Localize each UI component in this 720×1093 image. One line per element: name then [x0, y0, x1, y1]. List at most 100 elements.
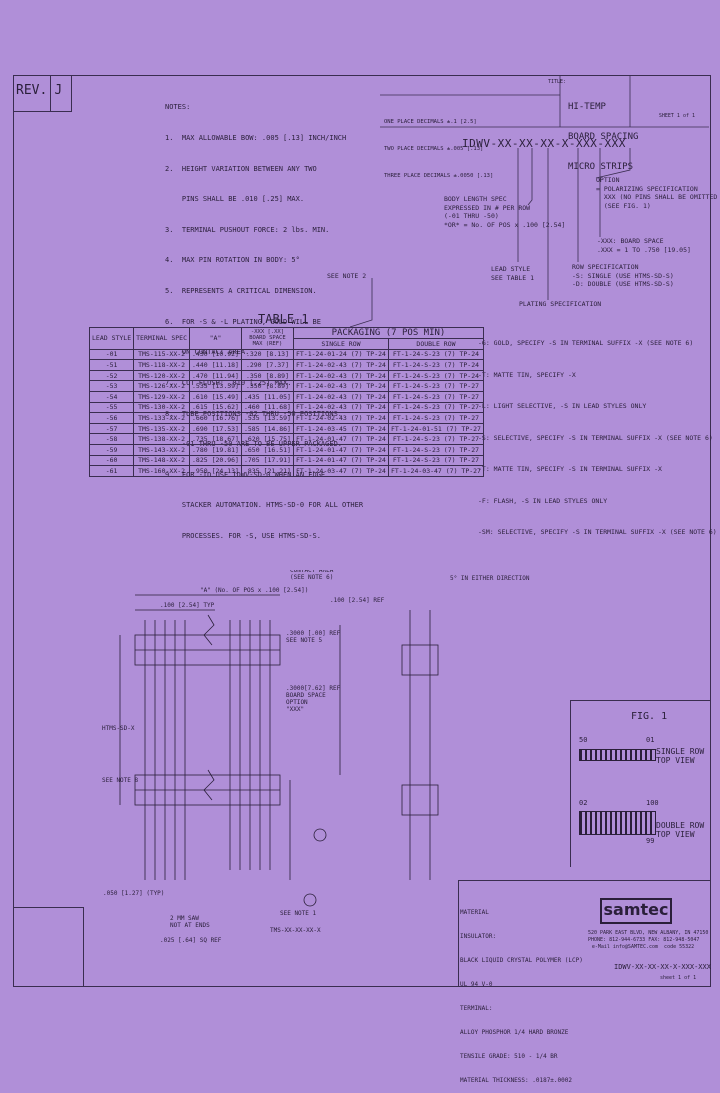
table-cell: .460 [11.68]	[240, 401, 294, 414]
table-cell: .690 [17.53]	[189, 422, 242, 435]
table-cell: .430 [10.92]	[189, 348, 242, 361]
table-cell: TMS-115-XX-2	[133, 348, 191, 361]
tolerance-line: TWO PLACE DECIMALS ±.005 [.13]	[384, 146, 484, 152]
table-cell: .825 [20.96]	[189, 454, 242, 467]
table-cell: TMS-143-XX-2	[133, 443, 191, 456]
material-line: MATERIAL THICKNESS: .0187±.0002	[460, 1077, 572, 1084]
table-cell: -60	[88, 454, 135, 467]
material-line: INSULATOR:	[460, 933, 497, 940]
drawing-number: IDWV-XX-XX-XX-X-XXX-XXX	[614, 963, 711, 971]
proprietary-box	[13, 907, 84, 986]
fig-num-50: 50	[579, 736, 588, 744]
leader-lines	[349, 75, 709, 328]
table-cell: FT-1-24-S-23 (7) TP-27	[387, 454, 484, 467]
table-cell: FT-1-24-03-47 (7) TP-24	[292, 465, 389, 477]
table-cell: .535 [13.59]	[189, 380, 242, 392]
tolerance-block: ONE PLACE DECIMALS ±.1 [2.5] TWO PLACE D…	[384, 100, 493, 190]
table-cell: -51	[88, 359, 135, 371]
title-line: MICRO STRIPS	[568, 162, 634, 172]
company-address: 520 PARK EAST BLVD, NEW ALBANY, IN 47150…	[588, 930, 709, 950]
col-single-row: SINGLE ROW	[292, 338, 389, 350]
board-space-callout: -XXX: BOARD SPACE .XXX = 1 TO .750 [19.0…	[597, 237, 691, 254]
note-line: 2. HEIGHT VARIATION BETWEEN ANY TWO	[165, 164, 317, 173]
note-line: 3. TERMINAL PUSHOUT FORCE: 2 lbs. MIN.	[165, 225, 330, 234]
table-cell: .320 [8.13]	[240, 348, 294, 361]
note-line: PROCESSES. FOR -S, USE HTMS-SD-S.	[165, 531, 321, 540]
table-cell: FT-1-24-S-23 (7) TP-24	[387, 359, 484, 371]
table-cell: -58	[88, 433, 135, 445]
dim-k: SEE NOTE 1	[280, 910, 317, 917]
table-cell: .615 [15.62]	[189, 401, 242, 414]
table-cell: -53	[88, 380, 135, 392]
plating-line: -F: FLASH, -S IN LEAD STYLES ONLY	[478, 496, 608, 505]
plating-callout: PLATING SPECIFICATION	[519, 300, 602, 308]
table-cell: FT-1-24-02-43 (7) TP-24	[292, 380, 389, 392]
dim-f: .100 [2.54] REF	[330, 597, 385, 604]
material-line: BLACK LIQUID CRYSTAL POLYMER (LCP)	[460, 957, 583, 964]
table-cell: TMS-126-XX-2	[133, 380, 191, 392]
table-cell: .435 [11.05]	[240, 390, 294, 403]
col-terminal-spec: TERMINAL SPEC	[133, 327, 191, 350]
table-cell: FT-1-24-02-43 (7) TP-24	[292, 401, 389, 414]
table-cell: FT-1-24-02-43 (7) TP-24	[292, 369, 389, 382]
rev-value: J	[54, 83, 63, 98]
table-cell: .350 [8.89]	[240, 380, 294, 392]
table-cell: .610 [15.49]	[189, 390, 242, 403]
table-cell: FT-1-24-01-47 (7) TP-24	[292, 454, 389, 467]
table-cell: TMS-138-XX-2	[133, 433, 191, 445]
col-packaging: PACKAGING (7 POS MIN)	[292, 327, 484, 339]
table-cell: .535 [13.59]	[240, 412, 294, 424]
note-line: 1. MAX ALLOWABLE BOW: .005 [.13] INCH/IN…	[165, 134, 347, 143]
body-length-callout: BODY LENGTH SPEC EXPRESSED IN # PER ROW …	[444, 195, 566, 229]
table-cell: .290 [7.37]	[240, 359, 294, 371]
table-cell: .350 [8.89]	[240, 369, 294, 382]
part-number: IDWV-XX-XX-XX-X-XXX-XXX	[462, 137, 626, 150]
rev-label: REV.	[16, 83, 48, 98]
dim-b: .100 [2.54] TYP	[160, 602, 215, 609]
table-cell: FT-1-24-S-23 (7) TP-27	[387, 443, 484, 456]
fig-1-box: FIG. 1 50 01 SINGLE ROW TOP VIEW 02 100 …	[570, 700, 710, 867]
table-cell: TMS-129-XX-2	[133, 390, 191, 403]
table-cell: TMS-130-XX-2	[133, 401, 191, 414]
plating-line: -G: GOLD, SPECIFY -S IN TERMINAL SUFFIX …	[478, 339, 694, 347]
table-cell: TMS-133-XX-2	[133, 412, 191, 424]
tolerance-line: ONE PLACE DECIMALS ±.1 [2.5]	[384, 119, 477, 125]
table-cell: .705 [17.91]	[240, 454, 294, 467]
plating-line: -S: SELECTIVE, SPECIFY -S IN TERMINAL SU…	[478, 433, 713, 442]
tolerance-line: THREE PLACE DECIMALS ±.0050 [.13]	[384, 173, 494, 179]
plating-line: -SM: SELECTIVE, SPECIFY -S IN TERMINAL S…	[478, 528, 717, 536]
table-cell: FT-1-24-S-23 (7) TP-27	[387, 390, 484, 403]
table-cell: .470 [11.94]	[189, 369, 242, 382]
note-line: STACKER AUTOMATION. HTMS-SD-0 FOR ALL OT…	[165, 501, 364, 510]
table-cell: .620 [15.75]	[240, 433, 294, 445]
plating-line: -T: MATTE TIN, SPECIFY -X	[478, 370, 576, 379]
double-row-strip	[579, 811, 656, 835]
row-spec-callout: ROW SPECIFICATION -S: SINGLE (USE HTMS-S…	[572, 263, 674, 288]
material-block: MATERIAL INSULATOR: BLACK LIQUID CRYSTAL…	[460, 893, 583, 1093]
dim-h: SEE NOTE 8	[102, 777, 139, 784]
title-block: TITLE: HI-TEMP BOARD SPACING MICRO STRIP…	[380, 75, 709, 172]
material-line: TERMINAL:	[460, 1005, 493, 1012]
dim-a: "A" (No. OF POS x .100 [2.54])	[200, 587, 308, 594]
table-cell: -59	[88, 443, 135, 456]
table-cell: FT-1-24-02-43 (7) TP-24	[292, 390, 389, 403]
dim-g: .050 [1.27] (TYP)	[103, 890, 164, 897]
plating-options: -G: GOLD, SPECIFY -S IN TERMINAL SUFFIX …	[478, 317, 717, 548]
fig-num-99: 99	[646, 837, 655, 845]
table-cell: -01	[88, 348, 135, 361]
table-cell: .650 [16.51]	[240, 443, 294, 456]
col-board-space: -XXX [.XX] BOARD SPACE MAX (REF)	[240, 327, 294, 350]
table-cell: TMS-148-XX-2	[133, 454, 191, 467]
drawing-frame	[13, 75, 711, 987]
contact-area-label: CONTACT AREA(SEE NOTE 6)	[290, 570, 334, 581]
revision-box: REV. J	[13, 75, 72, 112]
table-cell: .780 [19.81]	[189, 443, 242, 456]
table-cell: FT-1-24-01-24 (7) TP-24	[292, 348, 389, 361]
